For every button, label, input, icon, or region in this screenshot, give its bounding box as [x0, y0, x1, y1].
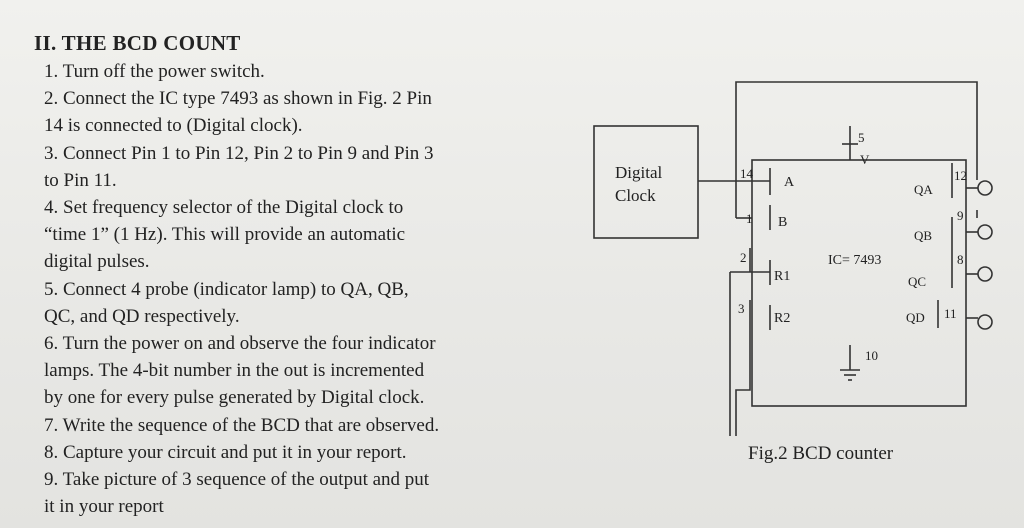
- bcd-counter-diagram: Digital Clock 14 1 2 3 5 10 12 9 8 11 V …: [593, 81, 993, 436]
- pin-12-label: 12: [954, 168, 967, 183]
- step-9: 9. Take picture of 3 sequence of the out…: [44, 469, 430, 518]
- figure-caption: Fig.2 BCD counter: [748, 443, 894, 464]
- output-qa-label: QA: [914, 182, 933, 197]
- step-3: 3. Connect Pin 1 to Pin 12, Pin 2 to Pin…: [44, 142, 434, 191]
- pin-9-label: 9: [957, 208, 964, 223]
- pin-5-label: 5: [858, 130, 865, 145]
- step-1: 1. Turn off the power switch.: [44, 61, 265, 82]
- pin-11-label: 11: [944, 306, 957, 321]
- pin-14-label: 14: [740, 166, 754, 181]
- pin-8-label: 8: [957, 252, 964, 267]
- digital-clock-box: [593, 125, 699, 239]
- steps-list: 1. Turn off the power switch. 2. Connect…: [34, 58, 554, 520]
- instructions: II. THE BCD COUNT 1. Turn off the power …: [34, 30, 554, 520]
- output-qd-label: QD: [906, 310, 925, 325]
- qc-lamp-icon: [977, 266, 993, 282]
- step-4: 4. Set frequency selector of the Digital…: [44, 197, 406, 273]
- ic-type-label: IC= 7493: [828, 253, 881, 268]
- section-heading: II. THE BCD COUNT: [34, 31, 241, 55]
- reset-1-label: R1: [774, 269, 790, 284]
- vcc-label: V: [860, 152, 870, 167]
- step-8: 8. Capture your circuit and put it in yo…: [44, 441, 407, 463]
- step-6: 6. Turn the power on and observe the fou…: [44, 333, 436, 409]
- ic-body: [751, 159, 967, 407]
- pin-1-label: 1: [746, 211, 753, 226]
- clock-label-1: Digital: [615, 163, 662, 182]
- qd-lamp-icon: [977, 314, 993, 330]
- pin-2-label: 2: [740, 250, 747, 265]
- step-7: 7. Write the sequence of the BCD that ar…: [44, 414, 440, 436]
- reset-2-label: R2: [774, 311, 790, 326]
- input-b-label: B: [778, 215, 787, 230]
- step-5: 5. Connect 4 probe (indicator lamp) to Q…: [44, 278, 409, 327]
- output-qb-label: QB: [914, 228, 932, 243]
- output-qc-label: QC: [908, 274, 926, 289]
- qb-lamp-icon: [977, 224, 993, 240]
- qa-lamp-icon: [977, 180, 993, 196]
- pin-10-label: 10: [865, 348, 878, 363]
- clock-label-2: Clock: [615, 186, 656, 205]
- input-a-label: A: [784, 175, 795, 190]
- pin-3-label: 3: [738, 301, 745, 316]
- step-2: 2. Connect the IC type 7493 as shown in …: [44, 88, 432, 137]
